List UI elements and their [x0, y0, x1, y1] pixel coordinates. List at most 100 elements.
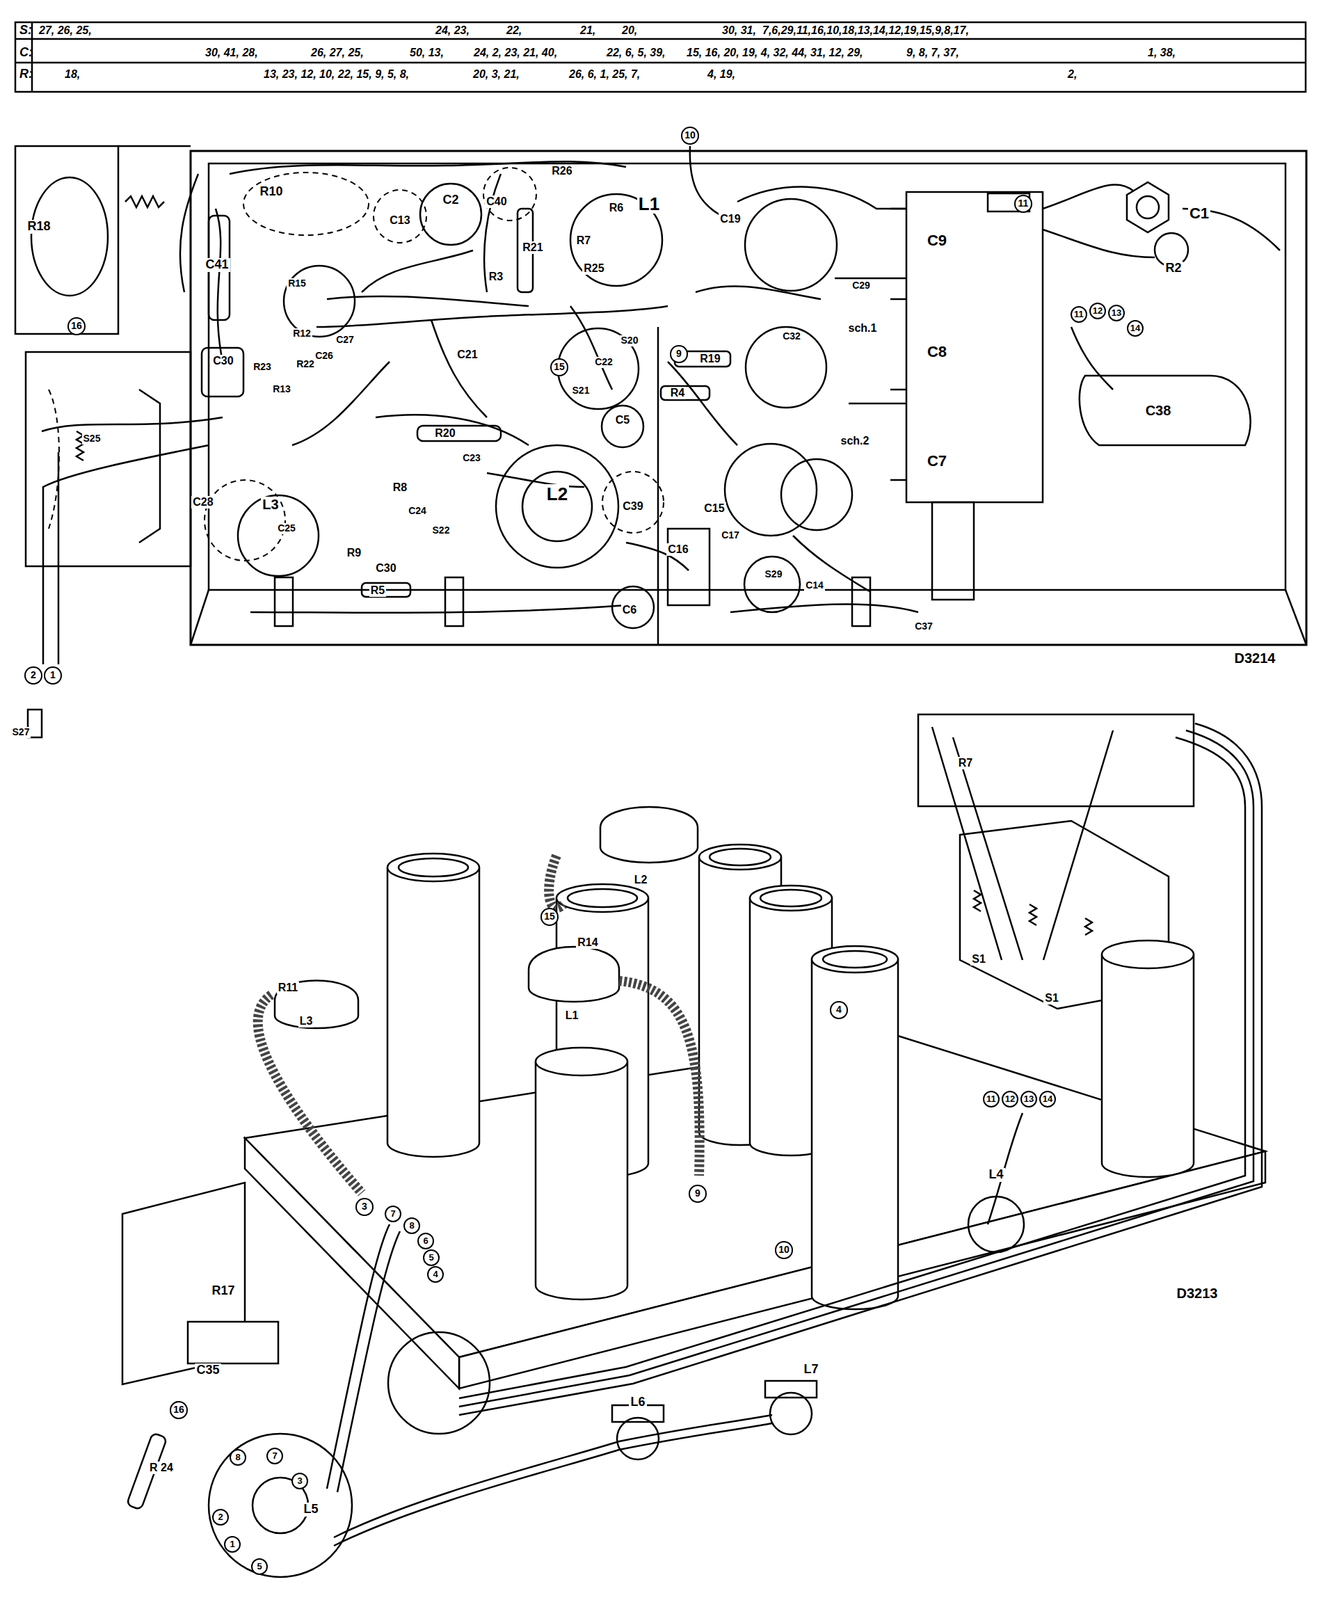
callout-number: 7 — [266, 1447, 284, 1465]
part-label: C40 — [484, 195, 508, 208]
part-label: R20 — [433, 427, 457, 440]
callout-number: 6 — [417, 1232, 435, 1250]
part-label: R26 — [550, 164, 574, 178]
callout-number: 11 — [1070, 306, 1088, 323]
part-label: C30 — [211, 354, 235, 368]
callout-number: 2 — [24, 666, 42, 684]
table-cell: R: — [18, 67, 35, 82]
part-label: C39 — [621, 500, 645, 513]
part-label: R23 — [251, 361, 273, 373]
part-label: L3 — [298, 1014, 315, 1028]
part-label: C24 — [406, 505, 428, 517]
table-cell: 26, 6, 1, 25, 7, — [567, 68, 642, 81]
callout-number: 3 — [291, 1472, 309, 1490]
part-label: R21 — [521, 241, 544, 254]
part-label: R6 — [607, 201, 625, 215]
part-label: R5 — [369, 584, 387, 597]
table-cell: 18, — [63, 68, 82, 81]
callout-number: 2 — [212, 1508, 229, 1526]
part-label: C38 — [1144, 402, 1173, 419]
callout-number: 7 — [384, 1205, 402, 1223]
part-label: R3 — [487, 270, 505, 284]
part-label: R18 — [25, 219, 52, 234]
part-label: R13 — [271, 383, 293, 395]
part-label: D3213 — [1175, 1285, 1220, 1301]
part-label: L6 — [628, 1395, 647, 1410]
table-cell: 22, 6, 5, 39, — [605, 46, 668, 60]
part-label: D3214 — [1233, 650, 1278, 666]
part-label: R25 — [582, 262, 606, 275]
part-label: C1 — [1188, 205, 1211, 222]
part-label: L2 — [545, 484, 570, 505]
table-cell: 2, — [1066, 68, 1079, 81]
part-label: C35 — [194, 1363, 221, 1378]
part-label: S29 — [763, 569, 784, 580]
part-label: C15 — [702, 502, 726, 515]
part-label: R12 — [291, 328, 313, 339]
part-label: R11 — [276, 981, 300, 995]
part-label: C9 — [925, 232, 949, 250]
part-label: R15 — [286, 278, 308, 289]
part-label: C21 — [455, 348, 479, 362]
part-label: R2 — [1163, 261, 1183, 276]
callout-number: 4 — [427, 1266, 444, 1283]
part-label: S21 — [571, 385, 592, 396]
callout-number: 12 — [1001, 1090, 1019, 1108]
part-label: C25 — [276, 523, 298, 534]
part-label: C17 — [719, 530, 741, 541]
table-cell: 22, — [505, 24, 524, 37]
table-cell: 50, 13, — [408, 46, 446, 60]
part-label: L1 — [637, 194, 661, 215]
part-label: R14 — [575, 936, 599, 949]
callout-number: 5 — [422, 1249, 440, 1267]
part-label: C26 — [313, 350, 335, 362]
part-label: R7 — [957, 756, 974, 770]
table-cell: 1, 38, — [1146, 46, 1177, 60]
part-label: R22 — [294, 358, 316, 370]
part-label: L5 — [301, 1502, 320, 1517]
table-cell: 20, — [620, 24, 639, 37]
part-label: L2 — [633, 873, 650, 887]
part-label: C6 — [621, 603, 638, 617]
part-label: R10 — [258, 185, 284, 199]
part-label: C13 — [388, 214, 412, 227]
table-cell: 24, 23, — [434, 24, 471, 37]
callout-number: 9 — [669, 345, 688, 363]
part-label: S25 — [82, 433, 103, 444]
part-label: R8 — [391, 481, 409, 494]
callout-number: 11 — [982, 1090, 1000, 1108]
part-label: C7 — [925, 452, 949, 470]
part-label: C2 — [441, 193, 460, 208]
callout-number: 13 — [1108, 304, 1125, 322]
part-label: L1 — [564, 1009, 581, 1022]
part-label: C41 — [203, 258, 230, 272]
callout-number: 8 — [229, 1448, 247, 1466]
callout-number: 9 — [688, 1184, 707, 1203]
part-label: sch.1 — [847, 322, 879, 335]
callout-number: 14 — [1039, 1090, 1056, 1108]
callout-number: 4 — [829, 1000, 848, 1019]
part-label: R4 — [669, 386, 686, 400]
table-cell: 4, 19, — [706, 68, 737, 81]
part-label: S22 — [431, 525, 452, 536]
part-label: C16 — [666, 543, 690, 556]
callout-number: 1 — [43, 666, 62, 684]
part-label: S1 — [1043, 991, 1061, 1005]
callout-number: 3 — [355, 1197, 373, 1216]
part-label: sch.2 — [839, 434, 871, 448]
callout-number: 13 — [1020, 1090, 1038, 1108]
callout-number: 15 — [550, 358, 569, 377]
table-cell: 9, 8, 7, 37, — [904, 46, 961, 60]
callout-number: 8 — [403, 1217, 421, 1235]
callout-number: 15 — [540, 907, 559, 926]
part-label: C22 — [593, 356, 615, 368]
table-cell: 30, 31, — [720, 24, 758, 37]
part-label: C37 — [913, 621, 935, 632]
callout-number: 16 — [169, 1400, 188, 1420]
part-label: R9 — [345, 546, 363, 560]
part-label: C27 — [334, 334, 356, 346]
part-label: L7 — [802, 1362, 820, 1377]
callout-number: 10 — [680, 126, 700, 145]
part-label: C29 — [850, 280, 872, 291]
